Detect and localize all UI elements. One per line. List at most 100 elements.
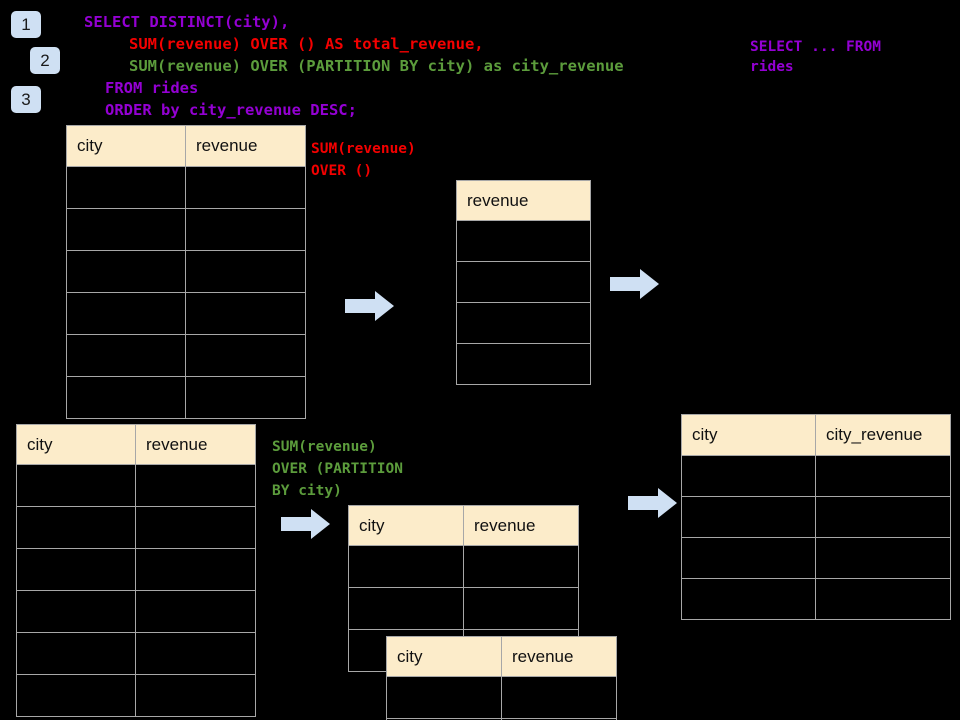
column-header-revenue: revenue bbox=[185, 125, 306, 167]
cell-revenue bbox=[135, 464, 256, 507]
cell-revenue bbox=[185, 166, 306, 209]
step-badge-1: 1 bbox=[11, 11, 41, 38]
sql-line-from-rides: FROM rides bbox=[105, 79, 199, 97]
cell-city bbox=[16, 464, 136, 507]
cell-city bbox=[681, 496, 816, 538]
cell-revenue bbox=[501, 718, 617, 720]
annotation-city-revenue-line3: BY city) bbox=[272, 483, 342, 499]
side-note-rides: rides bbox=[750, 59, 794, 75]
column-header-revenue: revenue bbox=[501, 636, 617, 677]
arrow-partition-to-result bbox=[628, 488, 677, 518]
table-row bbox=[66, 166, 306, 209]
table-row bbox=[348, 545, 579, 588]
table-row bbox=[16, 632, 256, 675]
cell-revenue bbox=[185, 250, 306, 293]
cell-city bbox=[66, 376, 186, 419]
table-row bbox=[681, 578, 951, 620]
table-header-row: city revenue bbox=[348, 505, 579, 546]
cell-city bbox=[386, 676, 502, 719]
sql-line-city-revenue: SUM(revenue) OVER (PARTITION BY city) as… bbox=[129, 57, 624, 75]
cell-city bbox=[66, 334, 186, 377]
column-header-city: city bbox=[16, 424, 136, 465]
total-revenue-table: revenue bbox=[456, 180, 591, 385]
cell-city bbox=[66, 166, 186, 209]
table-row bbox=[66, 334, 306, 377]
cell-city bbox=[66, 208, 186, 251]
cell-city bbox=[66, 292, 186, 335]
table-row bbox=[66, 292, 306, 335]
table-header-row: city revenue bbox=[66, 125, 306, 167]
cell-city bbox=[681, 537, 816, 579]
cell-city bbox=[16, 506, 136, 549]
cell-revenue bbox=[185, 376, 306, 419]
cell-revenue bbox=[185, 208, 306, 251]
step-badge-2: 2 bbox=[30, 47, 60, 74]
cell-city bbox=[66, 250, 186, 293]
table-header-row: city revenue bbox=[16, 424, 256, 465]
table-row bbox=[16, 464, 256, 507]
cell-revenue bbox=[463, 587, 579, 630]
column-header-city: city bbox=[66, 125, 186, 167]
table-row bbox=[681, 455, 951, 497]
cell-revenue bbox=[501, 676, 617, 719]
table-row bbox=[456, 343, 591, 385]
cell-city bbox=[681, 578, 816, 620]
cell-revenue bbox=[135, 506, 256, 549]
cell-city-revenue bbox=[815, 496, 951, 538]
arrow-total-revenue-to-result bbox=[610, 269, 659, 299]
annotation-city-revenue-line2: OVER (PARTITION bbox=[272, 461, 403, 477]
sql-line-total-revenue: SUM(revenue) OVER () AS total_revenue, bbox=[129, 35, 484, 53]
sql-line-select-distinct: SELECT DISTINCT(city), bbox=[84, 13, 290, 31]
cell-city bbox=[681, 455, 816, 497]
table-row bbox=[456, 220, 591, 262]
table-row bbox=[386, 718, 617, 720]
step-badge-3: 3 bbox=[11, 86, 41, 113]
table-row bbox=[681, 496, 951, 538]
annotation-city-revenue-line1: SUM(revenue) bbox=[272, 439, 377, 455]
table-row bbox=[456, 302, 591, 344]
annotation-total-revenue-line2: OVER () bbox=[311, 163, 373, 179]
cell-revenue bbox=[456, 343, 591, 385]
column-header-city: city bbox=[348, 505, 464, 546]
column-header-city: city bbox=[386, 636, 502, 677]
table-row bbox=[66, 376, 306, 419]
table-row bbox=[66, 208, 306, 251]
table-header-row: city revenue bbox=[386, 636, 617, 677]
cell-revenue bbox=[456, 220, 591, 262]
table-row bbox=[16, 674, 256, 717]
cell-revenue bbox=[456, 261, 591, 303]
column-header-city-revenue: city_revenue bbox=[815, 414, 951, 456]
partition-group-table-b: city revenue bbox=[386, 636, 617, 720]
table-row bbox=[681, 537, 951, 579]
column-header-revenue: revenue bbox=[135, 424, 256, 465]
cell-revenue bbox=[135, 590, 256, 633]
cell-city bbox=[348, 587, 464, 630]
annotation-total-revenue-line1: SUM(revenue) bbox=[311, 141, 416, 157]
arrow-rides-to-partition bbox=[281, 509, 330, 539]
column-header-revenue: revenue bbox=[463, 505, 579, 546]
cell-revenue bbox=[135, 548, 256, 591]
rides-source-table-top: city revenue bbox=[66, 125, 306, 419]
cell-city-revenue bbox=[815, 578, 951, 620]
cell-city-revenue bbox=[815, 455, 951, 497]
cell-city bbox=[348, 545, 464, 588]
cell-revenue bbox=[456, 302, 591, 344]
cell-revenue bbox=[135, 632, 256, 675]
sql-line-order-by: ORDER by city_revenue DESC; bbox=[105, 101, 357, 119]
cell-revenue bbox=[135, 674, 256, 717]
cell-revenue bbox=[185, 334, 306, 377]
cell-city bbox=[16, 548, 136, 591]
cell-city bbox=[16, 590, 136, 633]
table-header-row: city city_revenue bbox=[681, 414, 951, 456]
table-row bbox=[348, 587, 579, 630]
column-header-city: city bbox=[681, 414, 816, 456]
table-row bbox=[16, 506, 256, 549]
arrow-rides-to-total-revenue bbox=[345, 291, 394, 321]
side-note-select-from: SELECT ... FROM bbox=[750, 39, 881, 55]
table-row bbox=[16, 590, 256, 633]
column-header-revenue: revenue bbox=[456, 180, 591, 221]
cell-city bbox=[16, 632, 136, 675]
cell-city bbox=[16, 674, 136, 717]
result-table: city city_revenue bbox=[681, 414, 951, 620]
rides-source-table-bottom: city revenue bbox=[16, 424, 256, 717]
